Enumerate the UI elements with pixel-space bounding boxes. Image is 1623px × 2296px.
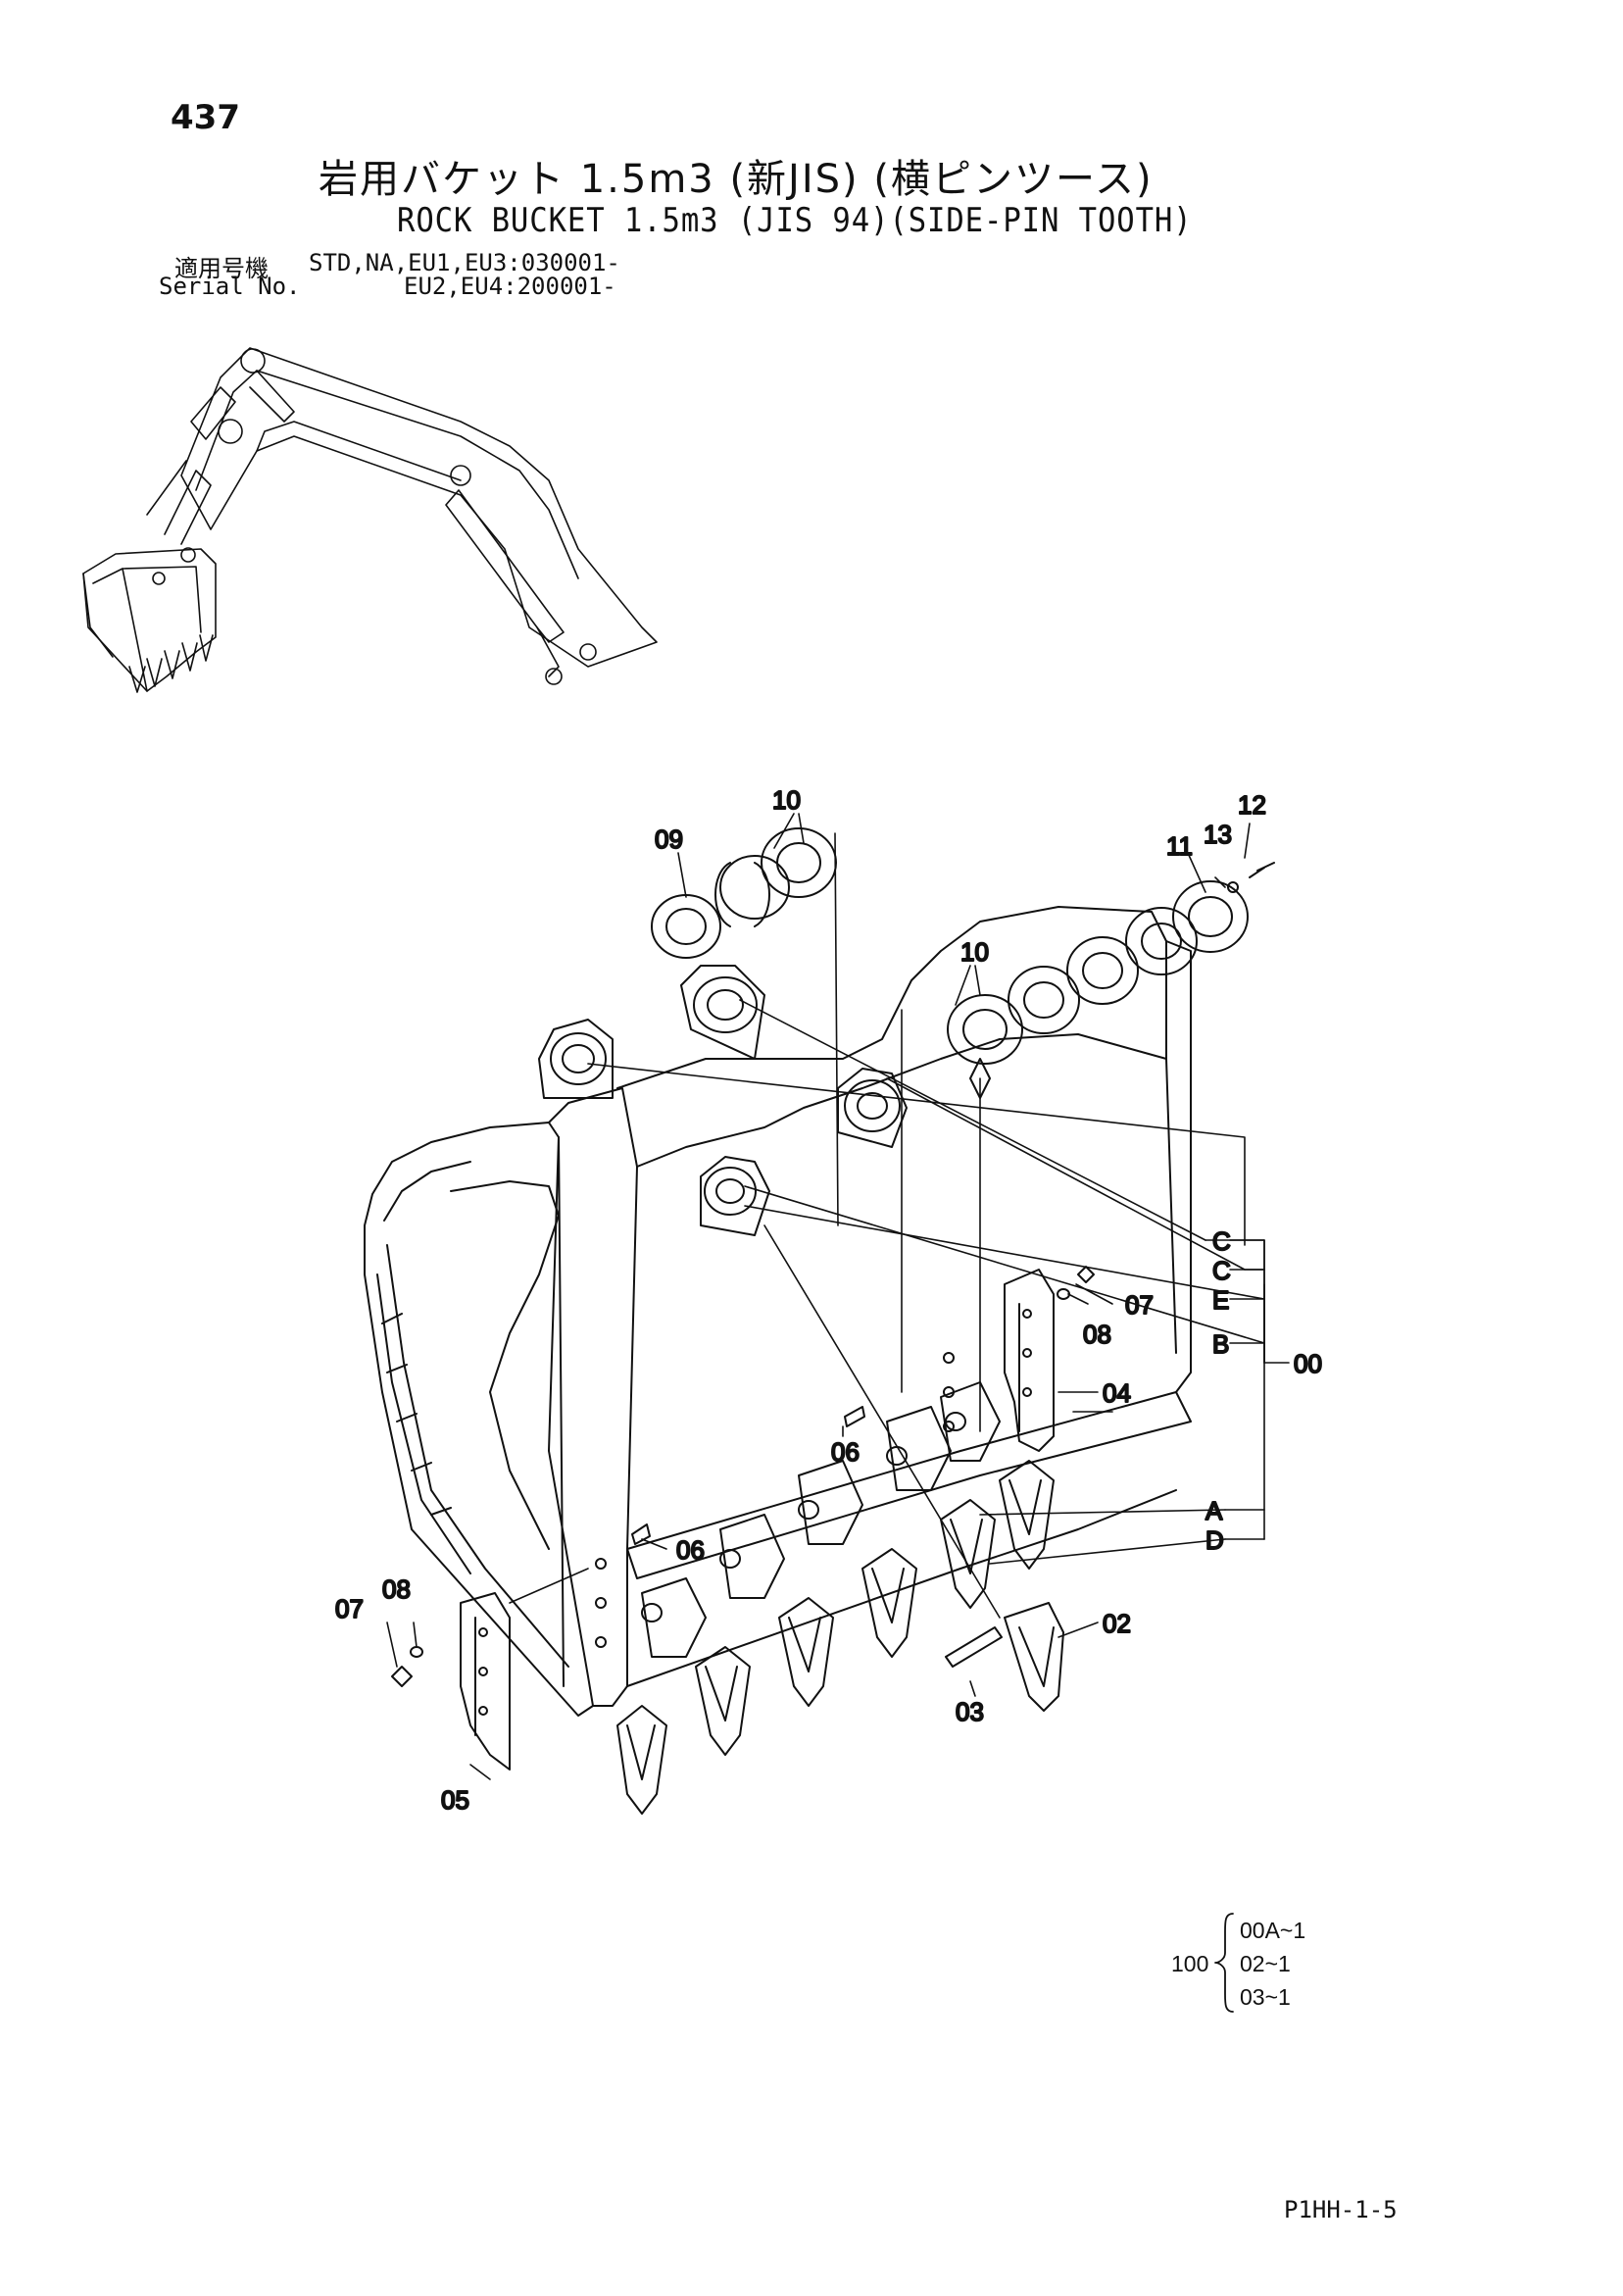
- callout-00: 00: [1294, 1349, 1322, 1378]
- callout-13: 13: [1204, 820, 1232, 849]
- callout-07-right: 07: [1125, 1290, 1154, 1320]
- callout-05: 05: [441, 1785, 469, 1815]
- callout-c-1: C: [1212, 1226, 1231, 1256]
- callout-04: 04: [1103, 1378, 1131, 1408]
- serial-label-english: Serial No.: [159, 273, 301, 300]
- title-english: ROCK BUCKET 1.5m3 (JIS 94)(SIDE-PIN TOOT…: [397, 201, 1193, 240]
- set-item: 02~1: [1240, 1951, 1291, 1976]
- callout-11: 11: [1166, 831, 1193, 861]
- title-japanese: 岩用バケット 1.5m3 (新JIS) (横ピンツース): [319, 157, 1154, 202]
- callout-c-2: C: [1212, 1256, 1231, 1285]
- callout-10-top: 10: [772, 785, 801, 815]
- callout-e: E: [1212, 1285, 1229, 1315]
- set-item: 00A~1: [1240, 1918, 1306, 1943]
- callout-a: A: [1205, 1496, 1223, 1525]
- serial-range-2: EU2,EU4:200001-: [404, 273, 616, 300]
- bucket-body: [364, 906, 1192, 1717]
- callout-12: 12: [1238, 790, 1266, 820]
- page-number: 437: [171, 98, 240, 137]
- callout-03: 03: [956, 1697, 984, 1726]
- callout-06-low: 06: [676, 1535, 705, 1565]
- serial-label-japanese: 適用号機: [174, 255, 269, 282]
- callout-02: 02: [1103, 1609, 1131, 1638]
- callout-08-left: 08: [382, 1574, 411, 1604]
- callout-d: D: [1205, 1525, 1224, 1555]
- excavator-overview-sketch: [82, 347, 658, 693]
- set-brace: [1214, 1913, 1234, 2013]
- leader-lines: [386, 813, 1290, 1780]
- serial-range-1: STD,NA,EU1,EU3:030001-: [309, 249, 620, 276]
- set-quantity: 100: [1171, 1951, 1209, 1976]
- bucket-lugs: [538, 965, 991, 1236]
- side-cutters: [460, 1269, 1055, 1771]
- callout-09: 09: [655, 824, 683, 854]
- callout-08-right: 08: [1083, 1320, 1111, 1349]
- exploded-parts: [391, 827, 1275, 1712]
- bucket-teeth: [616, 1381, 1055, 1815]
- page-code: P1HH-1-5: [1284, 2196, 1398, 2223]
- callout-labels: 10 09 12 13 11 10 C C E B 07 08 00 04 06…: [334, 784, 1323, 1816]
- callout-07-left: 07: [335, 1594, 364, 1623]
- callout-10-mid: 10: [960, 937, 989, 967]
- callout-b: B: [1212, 1329, 1229, 1359]
- callout-06-mid: 06: [831, 1437, 860, 1467]
- set-item: 03~1: [1240, 1984, 1291, 2010]
